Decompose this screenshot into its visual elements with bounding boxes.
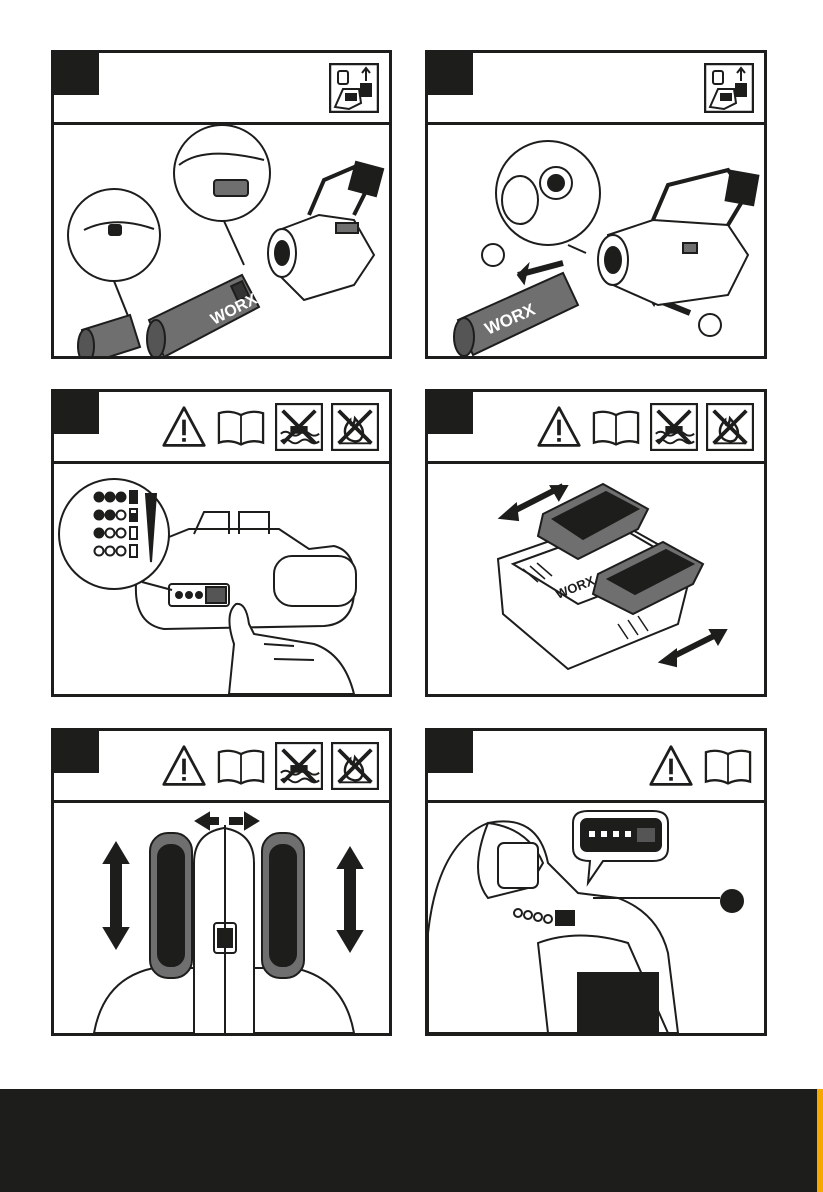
manual-icon	[702, 743, 754, 789]
header-icons	[161, 741, 379, 791]
nozzle-removal-illustration: WORX	[54, 125, 389, 356]
warning-icon	[536, 404, 582, 450]
warning-icon	[648, 743, 694, 789]
illustration-charge-level	[54, 464, 389, 694]
no-water-icon	[650, 403, 698, 451]
illustration-tool-indicator	[428, 803, 764, 1033]
panel-header	[54, 731, 389, 803]
tool-indicator-illustration	[428, 803, 764, 1033]
no-water-icon	[275, 742, 323, 790]
header-icons	[161, 402, 379, 452]
step-number-tab	[428, 731, 473, 773]
step-number-tab	[54, 53, 99, 95]
dual-charger-illustration: WORX	[428, 464, 764, 694]
step-number-tab	[54, 392, 99, 434]
header-icons	[329, 63, 379, 113]
illustration-dual-charger: WORX	[428, 464, 764, 694]
charge-level-illustration	[54, 464, 389, 694]
manual-icon	[215, 743, 267, 789]
no-water-icon	[275, 403, 323, 451]
footer-accent-edge	[817, 1089, 823, 1192]
panel-header	[428, 392, 764, 464]
no-fire-icon	[331, 403, 379, 451]
warning-icon	[161, 743, 207, 789]
battery-removal-icon	[704, 63, 754, 113]
illustration-nozzle-removal: WORX	[54, 125, 389, 356]
illustration-nozzle-attach: WORX	[428, 125, 764, 356]
manual-icon	[215, 404, 267, 450]
header-icons	[704, 63, 754, 113]
step-panel-6	[425, 728, 767, 1036]
battery-insert-illustration	[54, 803, 389, 1033]
panel-header	[54, 53, 389, 125]
step-marker-2	[699, 314, 721, 336]
nozzle-attach-illustration: WORX	[428, 125, 764, 356]
no-fire-icon	[706, 403, 754, 451]
step-panel-1: WORX	[51, 50, 392, 359]
detail-circle-top	[174, 125, 270, 221]
blower-body	[608, 220, 748, 305]
step-marker-1	[482, 244, 504, 266]
callout-marker	[721, 890, 743, 912]
panel-header	[428, 53, 764, 125]
header-icons	[648, 741, 754, 791]
step-panel-4: WORX	[425, 389, 767, 697]
panel-header	[54, 392, 389, 464]
step-panel-2: WORX	[425, 50, 767, 359]
step-panel-5	[51, 728, 392, 1036]
step-panel-3	[51, 389, 392, 697]
header-icons	[536, 402, 754, 452]
manual-icon	[590, 404, 642, 450]
footer-band	[0, 1089, 823, 1192]
warning-icon	[161, 404, 207, 450]
panel-header	[428, 731, 764, 803]
step-number-tab	[428, 392, 473, 434]
no-fire-icon	[331, 742, 379, 790]
battery-removal-icon	[329, 63, 379, 113]
illustration-battery-insert	[54, 803, 389, 1033]
step-number-tab	[54, 731, 99, 773]
step-number-tab	[428, 53, 473, 95]
